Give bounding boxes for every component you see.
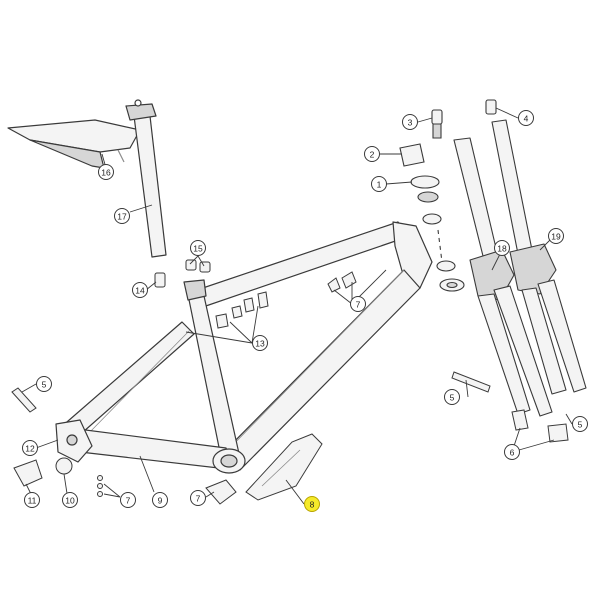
svg-text:14: 14 [135, 286, 145, 296]
callout-6[interactable]: 6 [504, 444, 520, 460]
callout-16[interactable]: 16 [98, 164, 114, 180]
headset-bolt [431, 109, 443, 125]
callout-8-highlighted[interactable]: 8 [304, 496, 320, 512]
svg-text:7: 7 [126, 496, 131, 506]
fork-plug [547, 423, 569, 443]
fork-19 [485, 99, 587, 395]
svg-text:5: 5 [450, 393, 455, 403]
callout-13[interactable]: 13 [252, 335, 268, 351]
callout-5-left[interactable]: 5 [36, 376, 52, 392]
derailleur-hanger [13, 459, 43, 487]
small-parts [11, 259, 569, 505]
svg-text:15: 15 [193, 244, 203, 254]
callout-18[interactable]: 18 [494, 240, 510, 256]
svg-text:9: 9 [158, 496, 163, 506]
top-tube [187, 221, 411, 309]
bearing-lower [436, 260, 456, 272]
dropout-insert [511, 409, 529, 431]
top-cable-ports [327, 271, 357, 293]
saddle-group [7, 99, 167, 258]
spacer-2 [417, 191, 439, 203]
seat-clamp-bolt [154, 272, 166, 288]
frame [55, 221, 433, 474]
bearing-top [422, 213, 442, 225]
svg-text:1: 1 [377, 180, 382, 190]
svg-text:8: 8 [310, 500, 315, 510]
svg-text:4: 4 [524, 114, 529, 124]
spacer-1 [410, 175, 440, 189]
thru-axle-nut [55, 457, 73, 475]
callout-7-dropout[interactable]: 7 [190, 490, 206, 506]
callouts: 1 2 3 4 5 5 5 6 7 7 7 8 9 10 11 12 13 14… [22, 110, 588, 512]
callout-11[interactable]: 11 [24, 492, 40, 508]
rear-axle [11, 387, 37, 413]
clamp-piece-a [185, 259, 197, 271]
callout-17[interactable]: 17 [114, 208, 130, 224]
svg-text:13: 13 [255, 339, 265, 349]
chain-stays [69, 427, 237, 471]
svg-text:5: 5 [578, 420, 583, 430]
svg-text:12: 12 [25, 444, 35, 454]
seat-post-head [125, 103, 157, 121]
callout-3[interactable]: 3 [402, 114, 418, 130]
svg-text:19: 19 [551, 232, 561, 242]
callout-10[interactable]: 10 [62, 492, 78, 508]
svg-text:7: 7 [356, 300, 361, 310]
svg-text:6: 6 [510, 448, 515, 458]
callout-7-top[interactable]: 7 [350, 296, 366, 312]
seat-post [133, 115, 167, 258]
cable-guides [215, 291, 269, 329]
svg-text:17: 17 [117, 212, 127, 222]
callout-15[interactable]: 15 [190, 240, 206, 256]
callout-5-right[interactable]: 5 [572, 416, 588, 432]
callout-12[interactable]: 12 [22, 440, 38, 456]
callout-4[interactable]: 4 [518, 110, 534, 126]
callout-14[interactable]: 14 [132, 282, 148, 298]
callout-9[interactable]: 9 [152, 492, 168, 508]
direct-mount [205, 479, 237, 505]
clamp-piece-b [199, 261, 211, 273]
svg-text:7: 7 [196, 494, 201, 504]
callout-19[interactable]: 19 [548, 228, 564, 244]
fork-18 [453, 137, 553, 417]
fork-axle [451, 371, 491, 393]
svg-text:5: 5 [42, 380, 47, 390]
callout-1[interactable]: 1 [371, 176, 387, 192]
callout-7-bottom[interactable]: 7 [120, 492, 136, 508]
svg-text:16: 16 [101, 168, 111, 178]
callout-2[interactable]: 2 [364, 146, 380, 162]
svg-text:10: 10 [65, 496, 75, 506]
headset-stack [399, 109, 465, 292]
svg-text:11: 11 [28, 496, 37, 506]
svg-text:2: 2 [370, 150, 375, 160]
svg-text:3: 3 [408, 118, 413, 128]
seat-tube [185, 284, 241, 463]
svg-text:18: 18 [497, 244, 507, 254]
top-cap [399, 143, 425, 167]
callout-5-fork[interactable]: 5 [444, 389, 460, 405]
fork-bolt [485, 99, 497, 115]
